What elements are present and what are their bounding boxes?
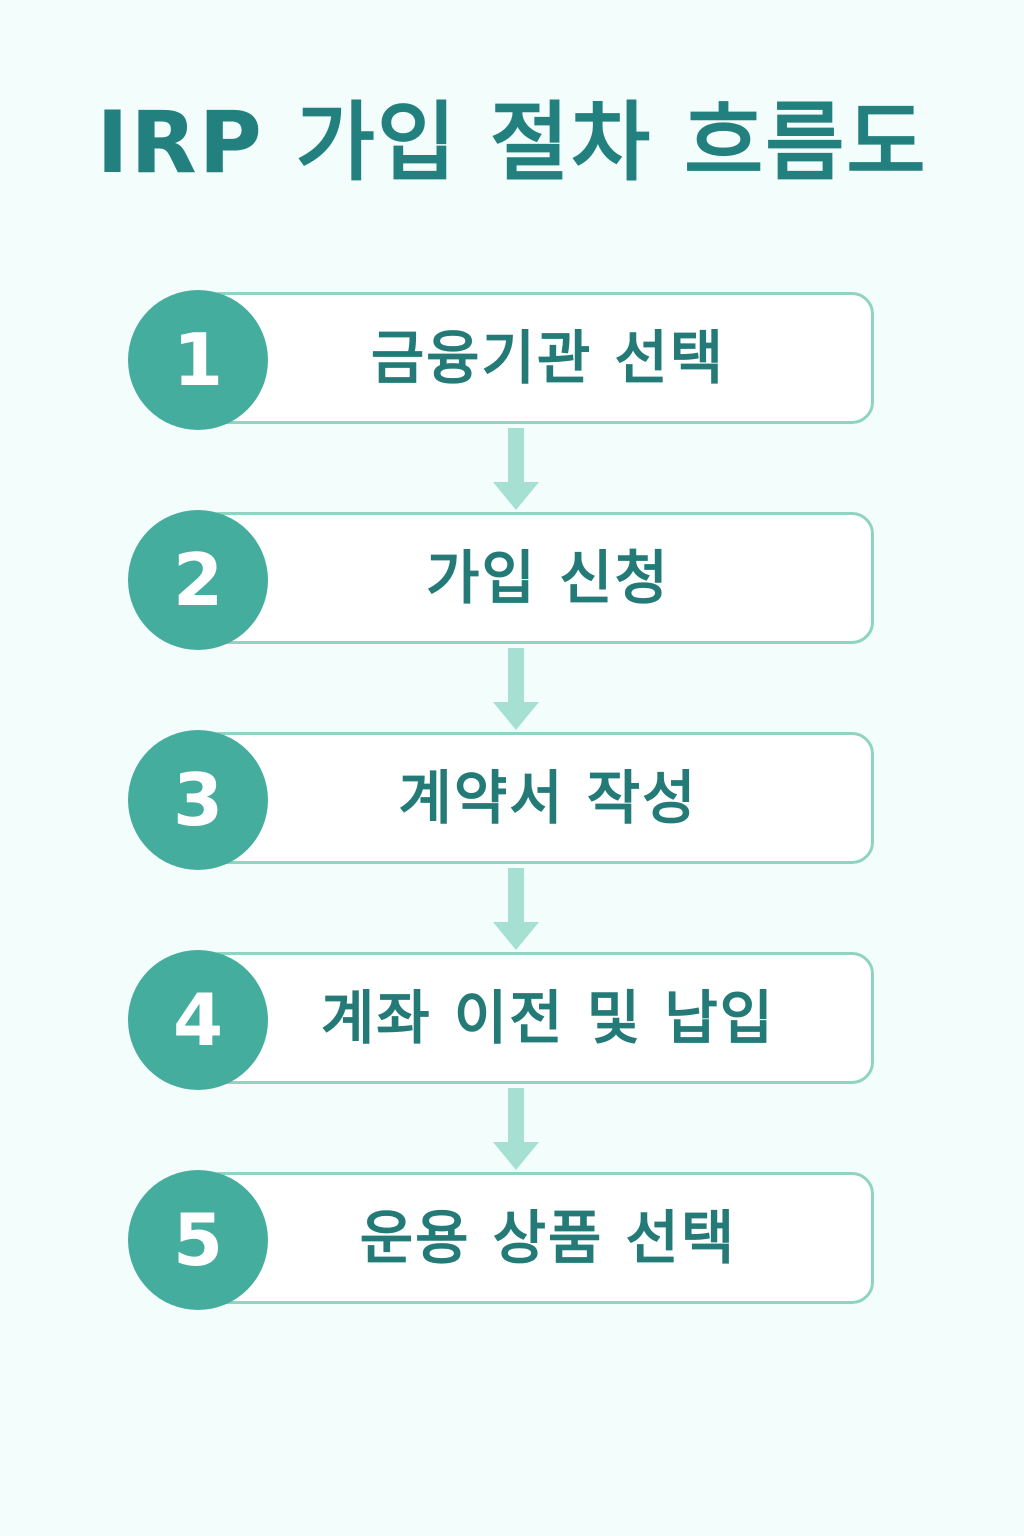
step-label: 운용 상품 선택	[359, 1204, 737, 1272]
step-box	[198, 512, 874, 644]
step-box	[198, 952, 874, 1084]
down-arrow-icon	[493, 868, 539, 950]
step-label: 가입 신청	[426, 544, 670, 612]
step-number-circle	[128, 510, 268, 650]
step-number: 1	[172, 318, 224, 402]
flow-step-1: 금융기관 선택 1	[128, 290, 880, 430]
step-label: 금융기관 선택	[370, 324, 726, 392]
step-box	[198, 732, 874, 864]
step-number-circle	[128, 290, 268, 430]
flow-step-5: 운용 상품 선택 5	[128, 1170, 880, 1310]
flow-step-2: 가입 신청 2	[128, 510, 880, 650]
flow-step-4: 계좌 이전 및 납입 4	[128, 950, 880, 1090]
step-label: 계약서 작성	[398, 764, 698, 832]
down-arrow-icon	[493, 648, 539, 730]
step-box	[198, 292, 874, 424]
step-label: 계좌 이전 및 납입	[320, 984, 776, 1052]
flow-step-3: 계약서 작성 3	[128, 730, 880, 870]
down-arrow-icon	[493, 428, 539, 510]
down-arrow-icon	[493, 1088, 539, 1170]
step-number: 5	[172, 1198, 224, 1282]
step-number-circle	[128, 1170, 268, 1310]
diagram-title: IRP 가입 절차 흐름도	[96, 93, 928, 193]
step-number-circle	[128, 950, 268, 1090]
step-number: 4	[172, 978, 224, 1062]
step-number: 2	[172, 538, 224, 622]
step-number: 3	[172, 758, 224, 842]
step-number-circle	[128, 730, 268, 870]
